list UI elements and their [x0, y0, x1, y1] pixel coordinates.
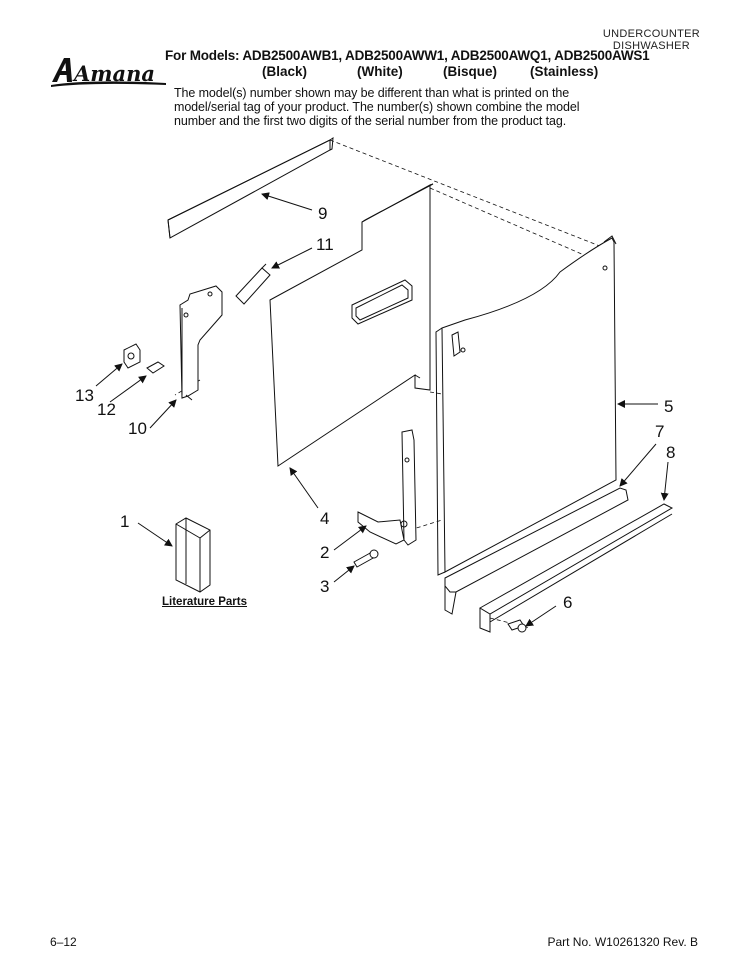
callout-2: 2	[320, 543, 329, 562]
callout-6: 6	[563, 593, 572, 612]
callout-4: 4	[320, 509, 329, 528]
part-7-kick-strip	[444, 487, 629, 615]
part-number: Part No. W10261320 Rev. B	[547, 935, 698, 949]
amana-logo: Amana	[51, 58, 166, 87]
part-6-screw	[507, 619, 527, 633]
callout-12: 12	[97, 400, 116, 419]
part-5-outer-door	[435, 235, 617, 576]
page-number: 6–12	[50, 935, 77, 949]
callout-8: 8	[666, 443, 675, 462]
color-white: (White)	[357, 64, 403, 79]
part-11-spacer	[235, 263, 271, 305]
models-line: For Models: ADB2500AWB1, ADB2500AWW1, AD…	[165, 48, 650, 63]
part-2-hinge	[357, 429, 417, 546]
callout-7: 7	[655, 422, 664, 441]
model-note: The model(s) number shown may be differe…	[174, 86, 580, 128]
leader-arrows	[95, 192, 669, 627]
color-black: (Black)	[262, 64, 308, 79]
callout-9: 9	[318, 204, 327, 223]
callout-numbers: 1 2 3 4 5 6 7 8 9 10 11 12 13	[75, 204, 675, 612]
category-line-1: UNDERCOUNTER	[602, 28, 700, 40]
callout-3: 3	[320, 577, 329, 596]
part-8-lower-strip	[479, 503, 674, 633]
color-bisque: (Bisque)	[443, 64, 497, 79]
part-4-inner-panel	[269, 183, 434, 467]
part-13-clip	[123, 343, 141, 369]
category-line-2: DISHWASHER	[612, 40, 691, 52]
callout-13: 13	[75, 386, 94, 405]
document-category: UNDERCOUNTER DISHWASHER	[603, 28, 700, 52]
part-1-literature	[175, 517, 211, 593]
literature-parts-label: Literature Parts	[162, 596, 248, 608]
callout-1: 1	[120, 512, 129, 531]
part-9-strip	[167, 137, 334, 239]
color-stainless: (Stainless)	[530, 64, 599, 79]
callout-5: 5	[664, 397, 673, 416]
callout-10: 10	[128, 419, 147, 438]
part-12-block	[146, 361, 165, 374]
callout-11: 11	[316, 235, 334, 254]
brand-wordmark: Amana	[72, 61, 155, 86]
part-10-bracket	[179, 285, 223, 401]
part-3-screw	[353, 549, 379, 568]
